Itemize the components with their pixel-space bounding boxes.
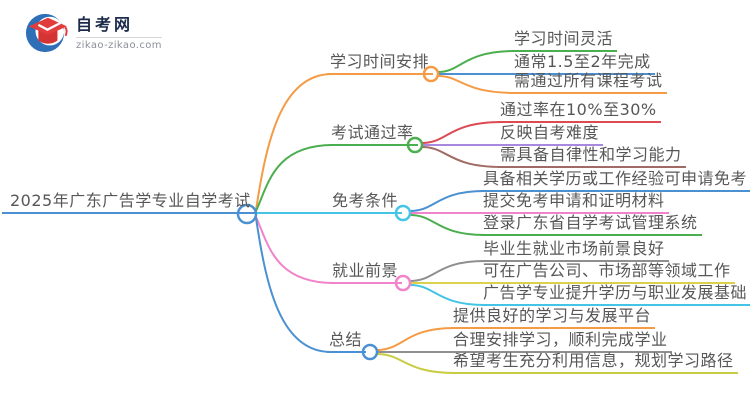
leaf-label: 反映自考难度 bbox=[498, 123, 604, 146]
leaf-label: 通常1.5至2年完成 bbox=[512, 52, 655, 75]
leaf-label: 毕业生就业市场前景良好 bbox=[481, 239, 669, 262]
graduation-cap-logo-icon bbox=[25, 13, 68, 53]
leaf-label: 具备相关学历或工作经验可申请免考 bbox=[481, 169, 750, 192]
leaf-label: 提交免考申请和证明材料 bbox=[481, 191, 669, 214]
edge-b4-leaf3 bbox=[409, 284, 486, 306]
edge-root-branch2 bbox=[255, 144, 334, 212]
logo-site-name: 自考网 bbox=[76, 15, 134, 34]
leaf-label: 可在广告公司、市场部等领域工作 bbox=[481, 261, 735, 284]
leaf-label: 登录广东省自学考试管理系统 bbox=[481, 213, 702, 236]
leaf-label: 希望考生充分利用信息，规划学习路径 bbox=[451, 351, 738, 374]
branch-label-exemption: 免考条件 bbox=[330, 191, 403, 214]
leaf-label: 学习时间灵活 bbox=[512, 29, 618, 52]
site-logo: 自考网 zikao-zikao.com bbox=[24, 12, 162, 54]
edge-b2-leaf3 bbox=[421, 146, 503, 168]
logo-site-domain: zikao-zikao.com bbox=[76, 40, 162, 51]
edge-root-branch4 bbox=[255, 216, 335, 284]
branch-label-job-prospects: 就业前景 bbox=[330, 261, 403, 284]
edge-b1-leaf1 bbox=[437, 50, 517, 73]
edge-b5-leaf3 bbox=[376, 353, 456, 374]
leaf-label: 通过率在10%至30% bbox=[498, 100, 661, 123]
edge-b4-leaf1 bbox=[409, 260, 486, 282]
edge-b3-leaf3 bbox=[409, 214, 486, 236]
edge-b1-leaf3 bbox=[437, 75, 517, 94]
edge-b2-leaf1 bbox=[421, 121, 503, 144]
root-node-label: 2025年广东广告学专业自学考试 bbox=[2, 191, 255, 214]
edge-root-branch5 bbox=[255, 217, 332, 353]
leaf-label: 需通过所有课程考试 bbox=[512, 71, 667, 94]
edge-root-branch1 bbox=[255, 73, 333, 211]
branch-label-summary: 总结 bbox=[327, 330, 367, 353]
root-node-circle bbox=[236, 203, 258, 225]
edge-b5-leaf1 bbox=[376, 327, 456, 351]
logo-divider bbox=[76, 37, 162, 38]
leaf-label: 合理安排学习，顺利完成学业 bbox=[451, 330, 672, 353]
branch-label-study-time: 学习时间安排 bbox=[328, 52, 434, 75]
edge-b3-leaf1 bbox=[409, 190, 486, 212]
leaf-label: 提供良好的学习与发展平台 bbox=[451, 306, 656, 329]
leaf-label: 需具备自律性和学习能力 bbox=[498, 145, 686, 168]
branch-label-pass-rate: 考试通过率 bbox=[329, 123, 418, 146]
leaf-label: 广告学专业提升学历与职业发展基础 bbox=[481, 283, 750, 306]
